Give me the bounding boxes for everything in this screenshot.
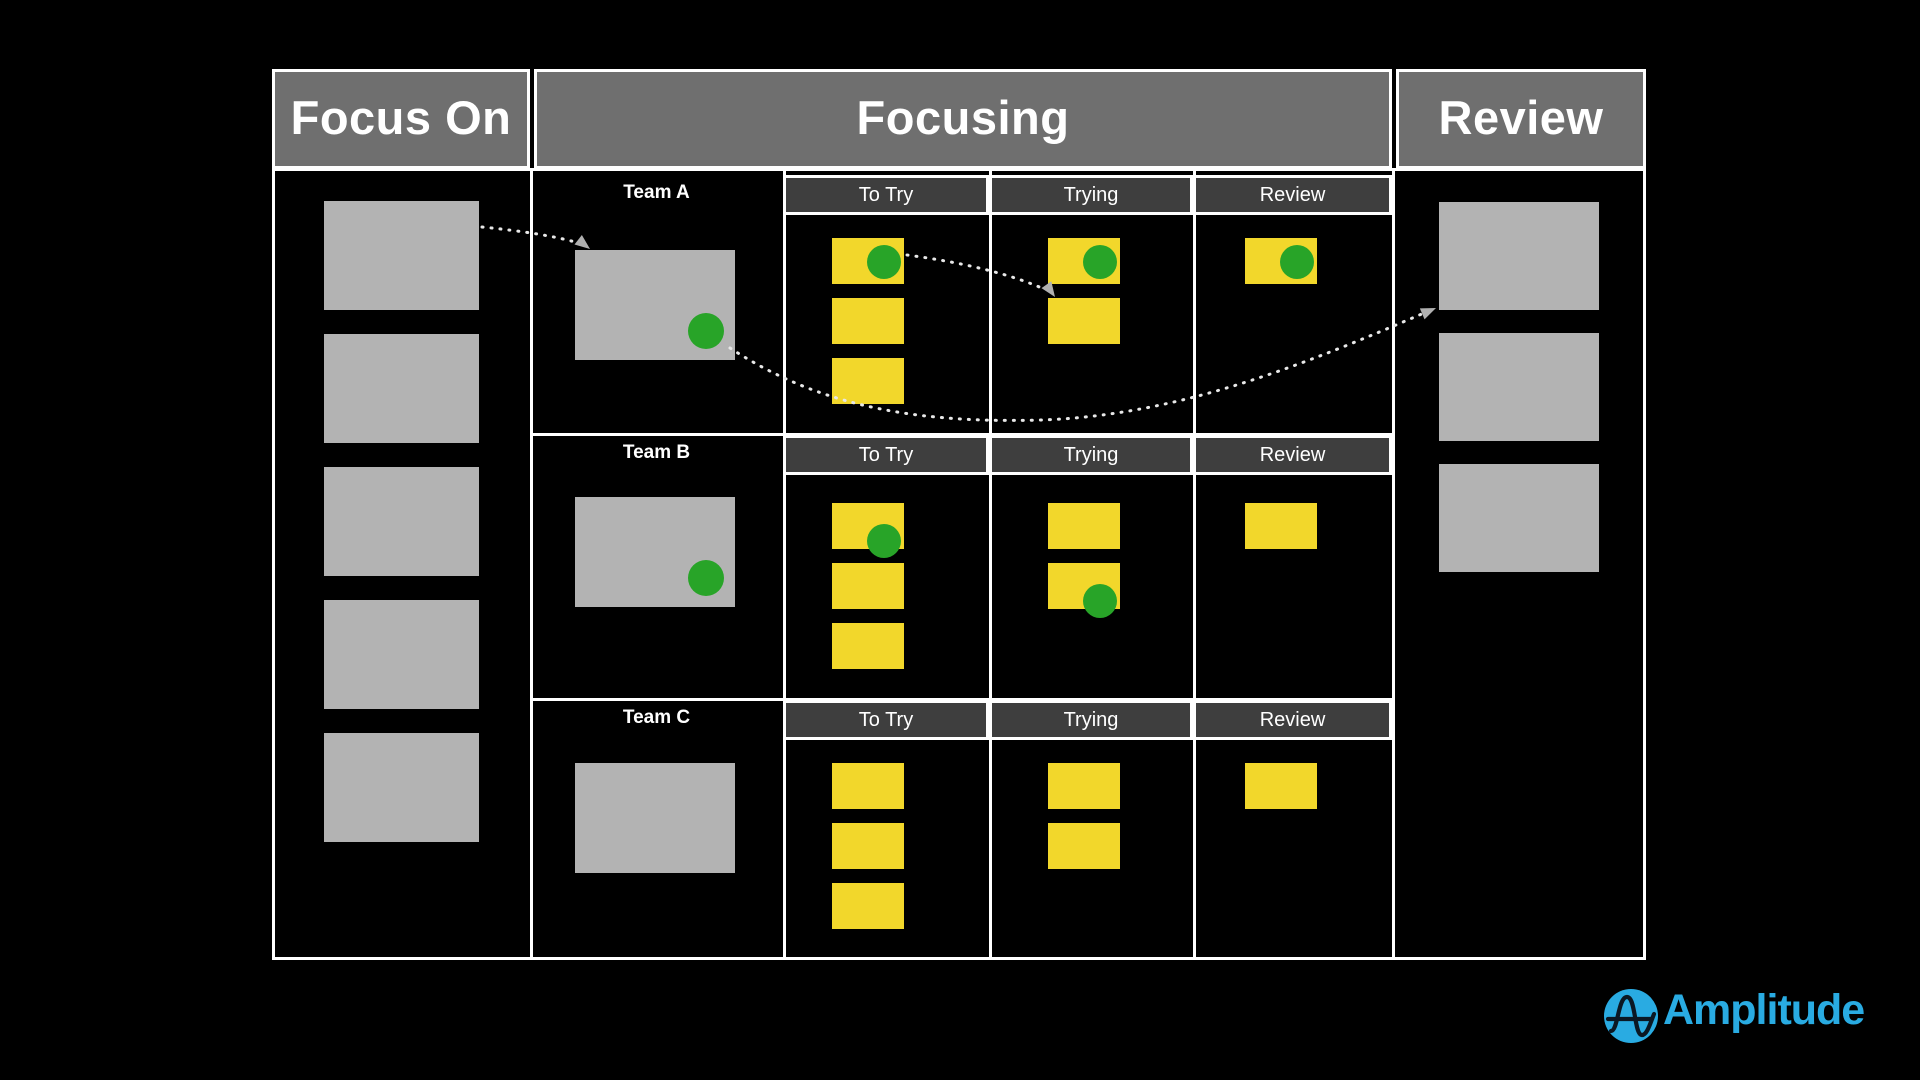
- board-body: [272, 168, 1646, 960]
- team-c-trying-sticky-1[interactable]: [1048, 763, 1120, 809]
- team-a-to-try-sticky-1[interactable]: [832, 238, 904, 284]
- green-dot[interactable]: [866, 244, 901, 279]
- team-a-trying-sticky-2[interactable]: [1048, 298, 1120, 344]
- team-c-review-header: Review: [1193, 700, 1392, 740]
- team-a-trying-sticky-1[interactable]: [1048, 238, 1120, 284]
- team-a-review-stickies: [1245, 238, 1317, 284]
- grid-line: [530, 433, 1395, 436]
- focus-card-5[interactable]: [323, 733, 479, 842]
- team-c-to-try-sticky-3[interactable]: [832, 883, 904, 929]
- team-b-label: Team B: [622, 442, 691, 463]
- team-b-review-header: Review: [1193, 435, 1392, 475]
- team-a-label: Team A: [623, 182, 690, 203]
- green-dot[interactable]: [1082, 244, 1117, 279]
- header-focusing: Focusing: [534, 69, 1392, 169]
- focus-on-column: [275, 171, 527, 957]
- team-c-trying-header: Trying: [989, 700, 1193, 740]
- team-b-trying-sticky-1[interactable]: [1048, 503, 1120, 549]
- team-b-to-try-sticky-2[interactable]: [832, 563, 904, 609]
- grid-line: [530, 171, 533, 957]
- grid-line: [1392, 171, 1395, 957]
- team-c-to-try-sticky-1[interactable]: [832, 763, 904, 809]
- green-dot[interactable]: [866, 523, 901, 558]
- review-card-1[interactable]: [1439, 202, 1599, 310]
- review-card-2[interactable]: [1439, 333, 1599, 441]
- grid-line: [530, 698, 1395, 701]
- focus-card-4[interactable]: [323, 600, 479, 709]
- team-a-trying-header: Trying: [989, 175, 1193, 215]
- team-a-card[interactable]: [575, 250, 735, 360]
- review-card-3[interactable]: [1439, 464, 1599, 572]
- green-dot[interactable]: [688, 560, 725, 597]
- grid-line: [783, 171, 786, 957]
- team-c-review-stickies: [1245, 763, 1317, 809]
- team-b-to-try-stickies: [832, 503, 904, 669]
- team-b-to-try-sticky-3[interactable]: [832, 623, 904, 669]
- team-c-to-try-sticky-2[interactable]: [832, 823, 904, 869]
- amplitude-logo: Amplitude: [1596, 985, 1906, 1055]
- green-dot[interactable]: [1082, 583, 1117, 618]
- team-c-trying-sticky-2[interactable]: [1048, 823, 1120, 869]
- team-a-trying-stickies: [1048, 238, 1120, 344]
- team-b-card[interactable]: [575, 497, 735, 607]
- team-b-review-sticky-1[interactable]: [1245, 503, 1317, 549]
- team-b-review-stickies: [1245, 503, 1317, 549]
- amplitude-logo-text: Amplitude: [1663, 986, 1865, 1034]
- team-b-trying-sticky-2[interactable]: [1048, 563, 1120, 618]
- grid-line: [1193, 171, 1196, 957]
- green-dot[interactable]: [1279, 244, 1314, 279]
- team-a-to-try-sticky-2[interactable]: [832, 298, 904, 344]
- team-b-to-try-sticky-1[interactable]: [832, 503, 904, 558]
- amplitude-logo-icon: [1604, 989, 1658, 1043]
- team-c-trying-stickies: [1048, 763, 1120, 869]
- team-a-to-try-sticky-3[interactable]: [832, 358, 904, 404]
- team-a-to-try-stickies: [832, 238, 904, 404]
- team-b-to-try-header: To Try: [783, 435, 989, 475]
- green-dot[interactable]: [688, 313, 725, 350]
- team-c-to-try-header: To Try: [783, 700, 989, 740]
- focus-card-3[interactable]: [323, 467, 479, 576]
- header-review: Review: [1396, 69, 1646, 169]
- team-a-review-header: Review: [1193, 175, 1392, 215]
- team-c-review-sticky-1[interactable]: [1245, 763, 1317, 809]
- team-a-to-try-header: To Try: [783, 175, 989, 215]
- header-focus-on: Focus On: [272, 69, 530, 169]
- focus-card-1[interactable]: [323, 201, 479, 310]
- team-c-to-try-stickies: [832, 763, 904, 929]
- team-a-review-sticky-1[interactable]: [1245, 238, 1317, 284]
- team-b-trying-stickies: [1048, 503, 1120, 618]
- team-b-trying-header: Trying: [989, 435, 1193, 475]
- focus-card-2[interactable]: [323, 334, 479, 443]
- team-c-label: Team C: [622, 707, 691, 728]
- review-column: [1395, 171, 1643, 957]
- team-c-card[interactable]: [575, 763, 735, 873]
- grid-line: [989, 171, 992, 957]
